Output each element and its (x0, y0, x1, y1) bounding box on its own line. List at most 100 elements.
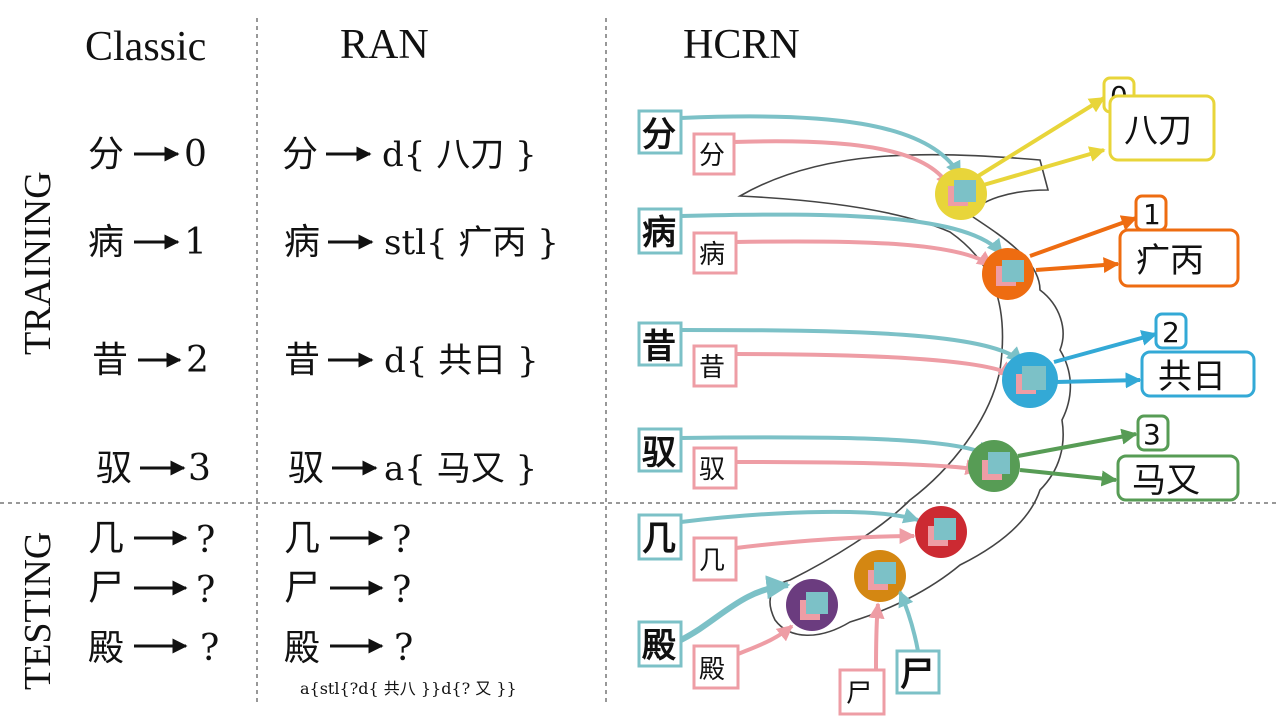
printed-char-box (637, 207, 683, 255)
label-testing: TESTING (17, 532, 59, 690)
classic-char: 昔 (92, 340, 128, 381)
ran-row-1: 病 stl{ 疒丙 } (284, 222, 559, 263)
hcrn-train-0: 分 分 0 八刀 (637, 76, 1216, 220)
handwritten-arrow (733, 139, 952, 190)
radical-arrow (1055, 372, 1142, 389)
ran-caption: d{ 共日 } (384, 341, 539, 381)
handwritten-char-box (692, 536, 738, 582)
ran-test-0: 几 ? (284, 518, 411, 561)
handwritten-char: 尸 (846, 679, 872, 709)
printed-char: 驭 (642, 433, 676, 473)
ran-caption: a{ 马又 } (384, 449, 537, 489)
handwritten-char: 病 (699, 240, 725, 270)
classic-label: 2 (186, 340, 209, 381)
printed-embed (988, 452, 1010, 474)
radical-label: 共日 (1158, 357, 1226, 397)
handwritten-char-box (692, 132, 736, 176)
printed-char: 尸 (900, 655, 934, 695)
ran-char: 病 (284, 222, 320, 263)
classic-row-3: 驭 3 (96, 448, 211, 489)
classic-row-0: 分 0 (88, 134, 207, 175)
handwritten-char-box (692, 644, 740, 690)
handwritten-arrow (735, 239, 994, 268)
radical-box (1140, 350, 1256, 398)
index-arrow (973, 96, 1106, 180)
ran-row-3: 驭 a{ 马又 } (288, 448, 537, 489)
printed-embed (1002, 260, 1024, 282)
handwritten-arrow (737, 624, 794, 656)
ran-test-2: 殿 ? (284, 628, 413, 669)
printed-embed (954, 180, 976, 202)
radical-label: 八刀 (1124, 111, 1192, 151)
printed-char: 分 (642, 115, 676, 155)
classic-label: 0 (184, 134, 207, 175)
index-label: 3 (1143, 418, 1161, 451)
hcrn-train-3: 驭 驭 3 马又 (637, 414, 1240, 502)
ran-label: ? (394, 628, 413, 669)
printed-char-box (637, 427, 683, 473)
classic-row-1: 病 1 (88, 222, 207, 263)
printed-arrow (679, 575, 791, 643)
ran-row-2: 昔 d{ 共日 } (284, 340, 539, 381)
handwritten-arrow (868, 602, 885, 671)
radical-arrow (1035, 257, 1120, 274)
handwritten-char: 驭 (699, 455, 725, 485)
hcrn-test-2: 殿 殿 (637, 575, 838, 690)
radical-label: 疒丙 (1136, 241, 1204, 281)
classic-test-2: 殿 ? (88, 628, 219, 669)
printed-embed (1022, 366, 1046, 390)
handwritten-char-box (838, 668, 886, 716)
printed-embed (874, 562, 896, 584)
printed-char-box (895, 649, 941, 695)
classic-label: ? (200, 628, 219, 669)
classic-char: 驭 (96, 448, 132, 489)
ran-caption: stl{ 疒丙 } (384, 223, 559, 263)
header-hcrn: HCRN (683, 22, 800, 68)
handwritten-char-box (692, 231, 738, 275)
handwritten-char-box (692, 344, 738, 388)
classic-test-1: 尸 ? (88, 568, 215, 611)
printed-char: 昔 (642, 327, 676, 367)
ran-char: 几 (284, 518, 320, 559)
classic-char: 几 (88, 518, 124, 559)
ran-note: a{stl{?d{ 共八 }}d{? 又 }} (300, 679, 517, 698)
ran-label: ? (392, 570, 411, 611)
classic-char: 殿 (88, 628, 124, 669)
index-label: 2 (1162, 316, 1180, 349)
ran-char: 殿 (284, 628, 320, 669)
handwritten-char: 几 (699, 546, 725, 576)
ran-char: 昔 (284, 340, 320, 381)
ran-label: ? (392, 520, 411, 561)
header-ran: RAN (340, 22, 429, 68)
classic-row-2: 昔 2 (92, 340, 209, 381)
printed-arrow (680, 212, 1004, 256)
handwritten-arrow (735, 528, 916, 550)
printed-arrow (680, 328, 1024, 364)
radical-box (1118, 228, 1240, 288)
ran-test-1: 尸 ? (284, 568, 411, 611)
classic-label: ? (196, 520, 215, 561)
ran-row-0: 分 d{ 八刀 } (282, 134, 537, 175)
printed-char-box (637, 620, 683, 668)
hcrn-train-2: 昔 昔 2 共日 (637, 312, 1256, 408)
handwritten-char: 殿 (699, 655, 725, 685)
printed-char-box (637, 321, 683, 367)
index-box (1136, 414, 1170, 452)
radical-arrow (979, 146, 1106, 188)
index-label: 1 (1143, 198, 1161, 231)
printed-arrow (898, 590, 920, 652)
printed-char: 几 (642, 519, 676, 559)
handwritten-arrow (735, 352, 1016, 378)
classic-label: ? (196, 570, 215, 611)
ran-caption: d{ 八刀 } (382, 135, 537, 175)
index-box (1154, 312, 1188, 350)
index-arrow (1053, 330, 1158, 364)
printed-arrow (680, 114, 962, 178)
printed-char-box (637, 109, 683, 155)
hcrn-test-0: 几 几 (637, 506, 967, 582)
hcrn-train-1: 病 病 1 疒丙 (637, 194, 1240, 300)
printed-char: 病 (642, 213, 676, 253)
handwritten-char-box (692, 446, 738, 490)
